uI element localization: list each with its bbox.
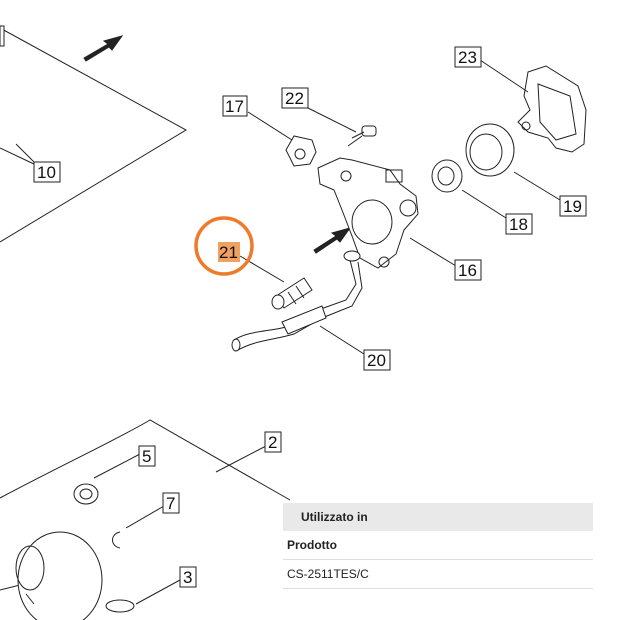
callout-23[interactable]: 23: [458, 48, 477, 67]
part-20-hose: [231, 250, 363, 352]
part-21-highlight: [218, 242, 240, 262]
callout-17[interactable]: 17: [225, 97, 244, 116]
part-2-outline: [0, 419, 291, 501]
leader-lines: [15, 59, 561, 605]
part-21-ring: [194, 216, 254, 276]
housing-outline: [0, 27, 188, 243]
callout-5[interactable]: 5: [142, 447, 151, 466]
popup-header: Utilizzato in: [283, 503, 593, 531]
callout-19[interactable]: 19: [563, 197, 582, 216]
part-16-oil-pump: [317, 157, 419, 269]
part-3-piston: [15, 531, 135, 620]
part-7-clip: [112, 531, 121, 549]
part-22-bolt: [347, 125, 377, 147]
direction-arrow-top: [83, 35, 124, 62]
callout-labels: 17 22 23 19 18 16 20 21 10 2 5 7 3: [37, 48, 582, 587]
direction-arrow-mid: [313, 227, 352, 254]
part-23-cover: [517, 65, 587, 153]
callout-3[interactable]: 3: [183, 568, 192, 587]
part-21-filter: [271, 277, 313, 310]
callout-18[interactable]: 18: [509, 215, 528, 234]
callout-16[interactable]: 16: [458, 261, 477, 280]
part-17-bracket: [285, 135, 317, 167]
part-18-washer: [431, 159, 463, 193]
part-5-washer: [73, 483, 99, 505]
callout-21[interactable]: 21: [219, 243, 238, 262]
part-19-ring: [465, 123, 515, 177]
used-in-popup: Utilizzato in Prodotto CS-2511TES/C: [283, 503, 593, 589]
callout-20[interactable]: 20: [367, 351, 386, 370]
callout-2[interactable]: 2: [268, 433, 277, 452]
popup-product-link[interactable]: CS-2511TES/C: [283, 560, 593, 589]
callout-10[interactable]: 10: [37, 163, 56, 182]
popup-column-label: Prodotto: [283, 531, 593, 560]
callout-7[interactable]: 7: [166, 494, 175, 513]
callout-22[interactable]: 22: [285, 89, 304, 108]
